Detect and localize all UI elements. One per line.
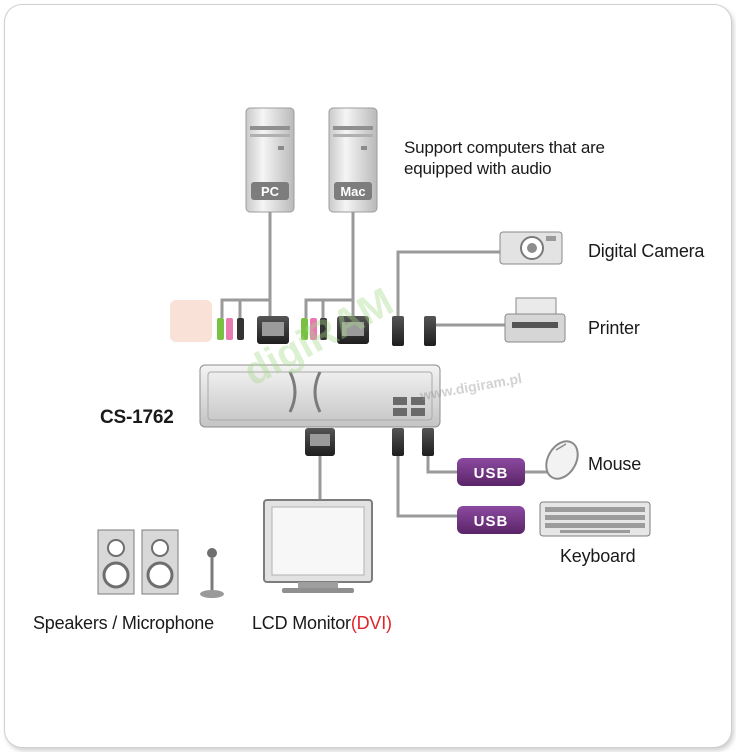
mouse-icon — [545, 440, 579, 480]
pc-label: PC — [261, 184, 280, 199]
lcd-monitor-label: LCD Monitor(DVI) — [252, 613, 392, 634]
speakers-microphone-label: Speakers / Microphone — [33, 613, 214, 633]
usb-badge-label: USB — [474, 465, 509, 482]
audio-plugs — [217, 318, 327, 340]
pc-tower: PC — [245, 107, 295, 213]
speakers-icon — [97, 529, 179, 595]
kvm-switch — [199, 364, 441, 428]
usb-badge-label: USB — [474, 513, 509, 530]
keyboard-label: Keyboard — [560, 546, 636, 566]
camera-icon — [499, 231, 563, 265]
mac-tower: Mac — [328, 107, 378, 213]
keyboard-icon — [539, 501, 651, 537]
microphone-icon — [200, 548, 224, 598]
mac-label: Mac — [340, 184, 365, 199]
printer-label: Printer — [588, 318, 640, 338]
support-note: Support computers that are equipped with… — [404, 138, 605, 178]
usb-plugs-bottom — [392, 428, 548, 518]
dvi-plugs — [257, 316, 369, 344]
monitor-cable — [305, 428, 335, 500]
usb-plugs-top — [392, 316, 436, 346]
computer-cables — [220, 212, 355, 318]
usb-badge-keyboard: USB — [457, 506, 525, 534]
usb-badge-mouse: USB — [457, 458, 525, 486]
mouse-label: Mouse — [588, 454, 642, 474]
digital-camera-label: Digital Camera — [588, 241, 705, 261]
printer-icon — [504, 297, 566, 343]
peripheral-usb-cables — [396, 250, 510, 327]
lcd-monitor-text: LCD Monitor — [252, 613, 351, 633]
lcd-monitor-icon — [263, 499, 373, 593]
model-label: CS-1762 — [100, 407, 174, 428]
dvi-interface-text: (DVI) — [350, 613, 392, 633]
